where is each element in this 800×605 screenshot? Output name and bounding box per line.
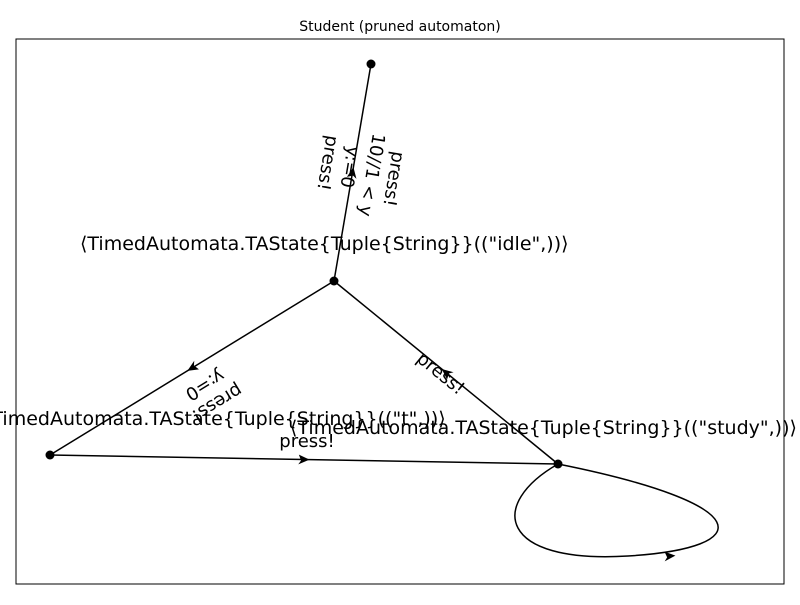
- state-label-idle: ⟨TimedAutomata.TAState{Tuple{String}}(("…: [80, 233, 569, 255]
- edge-init-idle-arrowhead: [346, 167, 357, 179]
- state-node-t: [45, 450, 55, 460]
- diagram-title: Student (pruned automaton): [299, 19, 500, 35]
- edge-study-loop: [514, 463, 719, 558]
- edge-label-t-study-action: press!: [279, 431, 334, 452]
- edge-idle-t-arrowhead: [187, 360, 199, 371]
- edges-layer: [49, 63, 719, 562]
- nodes-layer: [45, 59, 563, 469]
- state-label-study: ⟨TimedAutomata.TAState{Tuple{String}}(("…: [290, 417, 797, 439]
- state-label-t: ⟨TimedAutomata.TAState{Tuple{String}}(("…: [0, 408, 446, 430]
- plot-frame: [15, 38, 785, 585]
- edge-study-idle-arrowhead: [441, 369, 454, 380]
- state-node-idle: [329, 276, 339, 286]
- edge-t-study-arrowhead: [298, 454, 310, 465]
- state-node-init: [366, 59, 376, 69]
- edge-label-study-idle-action: press!: [412, 348, 468, 399]
- edge-study-loop-arrowhead: [664, 551, 676, 562]
- state-node-study: [553, 459, 563, 469]
